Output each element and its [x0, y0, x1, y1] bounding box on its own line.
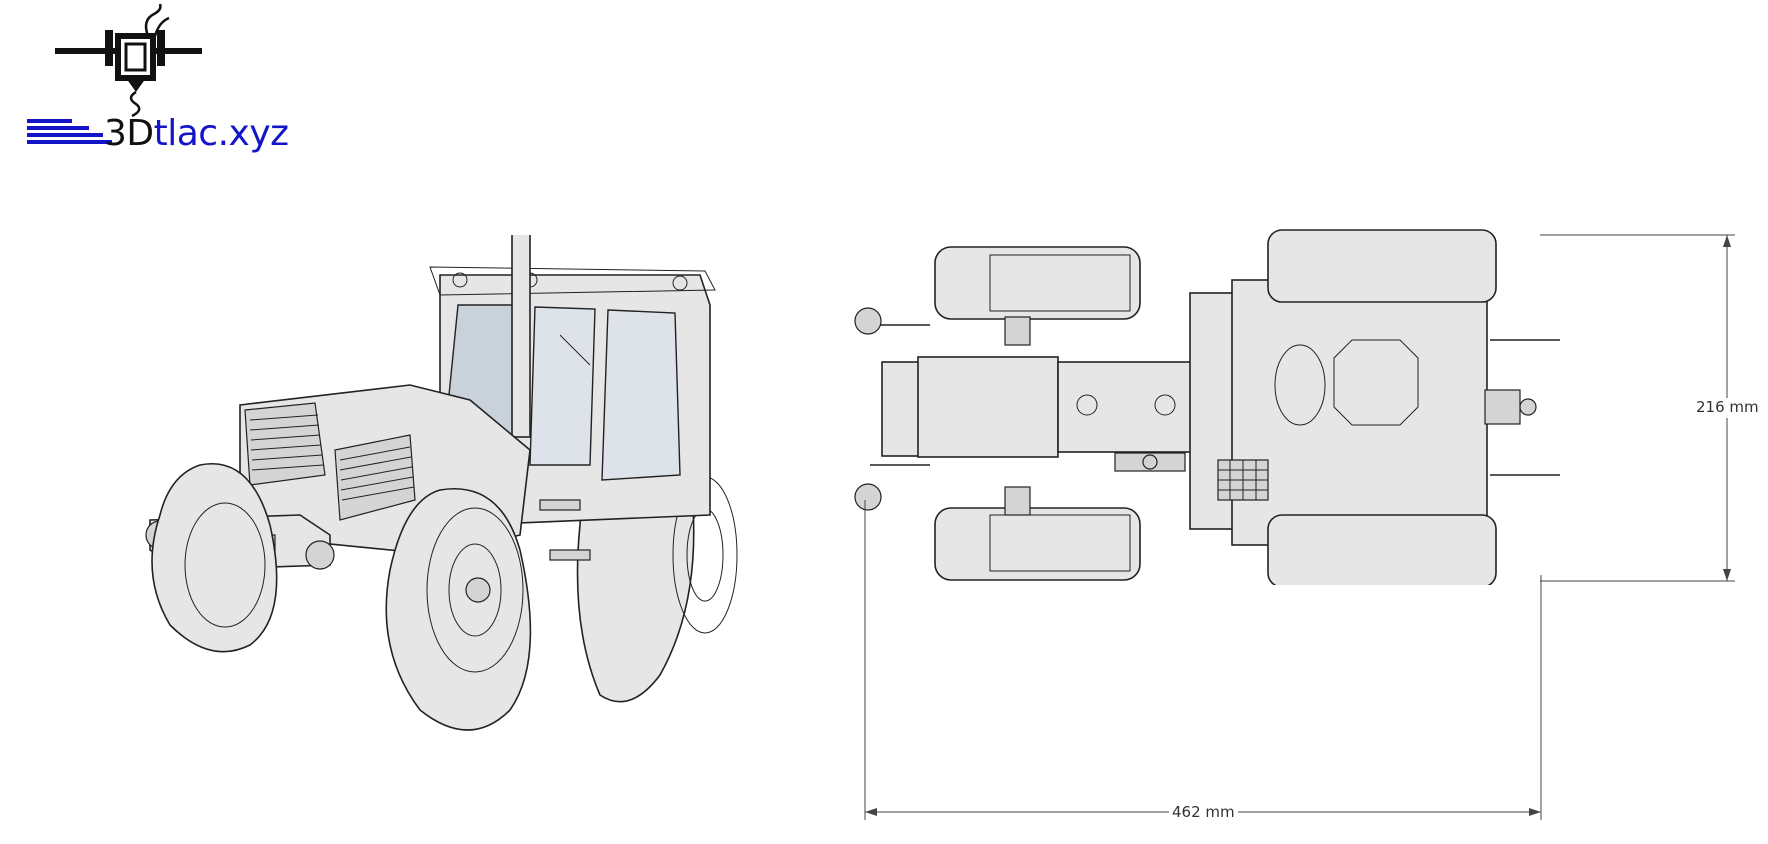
logo-text-blue: tlac.xyz — [153, 113, 289, 154]
tractor-top-view-drawing — [854, 229, 1560, 585]
length-dimension-label: 462 mm — [1169, 803, 1238, 821]
logo-printer-icon — [27, 3, 202, 144]
width-dimension-label: 216 mm — [1696, 398, 1759, 416]
tractor-perspective-drawing — [145, 235, 738, 731]
logo-text-dark: 3D — [104, 113, 154, 154]
logo-wordmark[interactable]: 3Dtlac.xyz — [104, 112, 289, 156]
